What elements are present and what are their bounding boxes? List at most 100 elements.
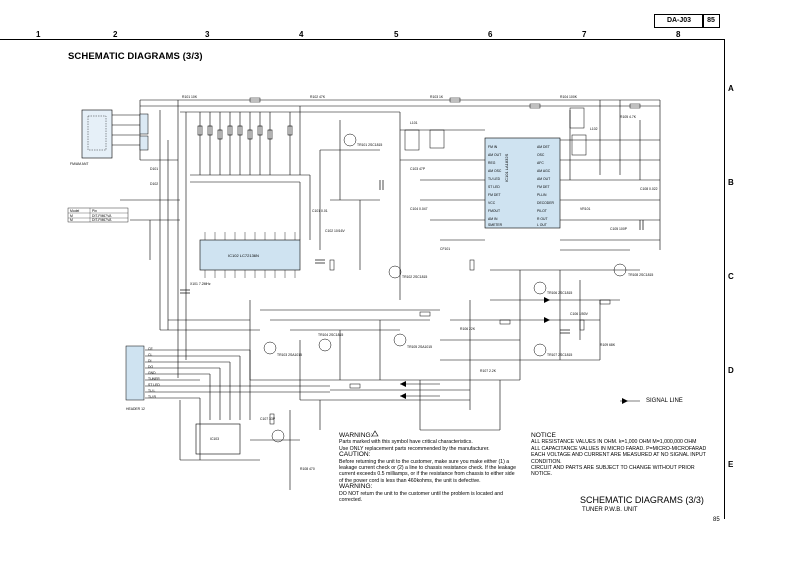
column-number: 8 (676, 30, 681, 39)
ic101-pin: FM IN (488, 145, 498, 149)
row-letter: C (728, 272, 734, 281)
column-number: 1 (36, 30, 41, 39)
row-letter: D (728, 366, 734, 375)
page-number-header: 85 (702, 14, 720, 28)
notice-block: NOTICE ALL RESISTANCE VALUES IN OHM. k=1… (531, 432, 719, 478)
part-label: C106 1/50V (570, 312, 589, 316)
warning-line: DO NOT return the unit to the customer u… (339, 490, 503, 497)
warning-heading: WARNING: (339, 432, 373, 439)
ic101-pin: PLLIN (537, 193, 547, 197)
column-number: 7 (582, 30, 587, 39)
connector-pin: TU R (148, 395, 156, 399)
ic103-label: IC103 (210, 437, 219, 441)
connector-pin: GND (148, 371, 156, 375)
part-label: C101 0.01 (312, 209, 328, 213)
bottom-subtitle: TUNER P.W.B. UNIT (582, 507, 638, 513)
antenna-label: FM/AM ANT (70, 162, 88, 166)
caution-line: Before returning the unit to the custome… (339, 458, 510, 465)
model-table-cell: Pin (92, 209, 97, 213)
part-label: C103 47P (410, 167, 426, 171)
connector-pin: CL (148, 353, 152, 357)
ic101-pin: AM DET (537, 145, 550, 149)
connector-pin: TUNER (148, 377, 160, 381)
antenna-connector: FM/AM ANT (70, 109, 113, 166)
notice-line: CONDITION. (531, 458, 562, 465)
warning-heading: WARNING: (339, 483, 373, 491)
ic101-pin: AM OUT (537, 177, 550, 181)
ic101-pin: FM DET (488, 193, 501, 197)
page-title: SCHEMATIC DIAGRAMS (3/3) (68, 51, 203, 62)
ic101-pin: FM DET (537, 185, 550, 189)
part-label: L102 (590, 127, 598, 131)
column-number: 4 (299, 30, 304, 39)
column-number: 2 (113, 30, 118, 39)
ic101-pin: PILOT (537, 209, 547, 213)
part-label: R104 100K (560, 95, 578, 99)
transistor-label: TR102 2SC1815 (402, 275, 427, 279)
ic101-pin: FMOUT (488, 209, 500, 213)
caution-line: of the power cord is less than 460kohms,… (339, 477, 481, 484)
model-label: DA-J03 (654, 14, 704, 28)
transistor-label: TR107 2SC1815 (547, 353, 572, 357)
part-label: R106 22K (460, 327, 476, 331)
ic101-pin: ST LED (488, 185, 500, 189)
part-label: C102 10/16V (325, 229, 346, 233)
part-label: R105 4.7K (620, 115, 637, 119)
caution-line: leakage current check or (2) a line to c… (339, 465, 517, 472)
part-label: L101 (410, 121, 418, 125)
bottom-title: SCHEMATIC DIAGRAMS (3/3) (580, 495, 704, 505)
ic101-label: IC101 LA1832S (504, 153, 509, 182)
notice-heading: NOTICE (531, 432, 556, 439)
header-connector: CE CL DI DO GND TUNER ST LED TU L TU R H… (125, 345, 160, 411)
column-number: 5 (394, 30, 399, 39)
transistor-label: TR103 2SA1015 (277, 353, 302, 357)
notice-line: EACH VOLTAGE AND CURRENT ARE MEASURED AT… (531, 452, 706, 459)
ic101-pin: R OUT (537, 217, 548, 221)
model-table-cell: M (70, 214, 73, 218)
page-number-footer: 85 (713, 517, 720, 523)
transistor-label: TR105 2SA1015 (407, 345, 432, 349)
warning-line: Parts marked with this symbol have criti… (339, 439, 473, 446)
part-label: R109 68K (600, 343, 616, 347)
ic101-pin: TU LED (488, 177, 501, 181)
ic101-pin: AM OUT (488, 153, 501, 157)
ic101-pin: AM OSC (488, 169, 502, 173)
row-letter: B (728, 178, 734, 187)
transistor-symbols (263, 133, 627, 443)
ic101-pin: VCC (488, 201, 496, 205)
notice-line: CIRCUIT AND PARTS ARE SUBJECT TO CHANGE … (531, 465, 695, 472)
part-label: R107 2.2K (480, 369, 497, 373)
top-ruler (0, 39, 724, 40)
caution-heading: CAUTION: (339, 451, 371, 459)
part-label: D102 (150, 182, 158, 186)
model-table-cell: DIT-FM67VA (92, 214, 112, 218)
connector-pin: CE (148, 347, 153, 351)
connector-pin: ST LED (148, 383, 160, 387)
transistor-label: TR106 2SC1815 (547, 291, 572, 295)
part-label: X101 7.2MHz (190, 282, 211, 286)
transistor-label: TR104 2SC1815 (318, 333, 343, 337)
part-label: C104 0.047 (410, 207, 428, 211)
notice-line: ALL RESISTANCE VALUES IN OHM. k=1,000 OH… (531, 439, 697, 446)
column-number: 3 (205, 30, 210, 39)
ic101-pin: SMETER (488, 223, 503, 227)
part-label: VR101 (580, 207, 590, 211)
part-label: R101 10K (182, 95, 198, 99)
ic101-pin: AM IN (488, 217, 498, 221)
connector-pin: DO (148, 365, 153, 369)
warning-block: WARNING: Parts marked with this symbol h… (339, 432, 529, 503)
part-label: R102 47K (310, 95, 326, 99)
part-label: C108 0.022 (640, 187, 658, 191)
signal-line-legend: SIGNAL LINE (646, 398, 683, 404)
ic101-pin: AM AGC (537, 169, 551, 173)
model-table: Model Pin M DIT-FM67VA M DIT-FM67VA (67, 207, 129, 223)
ic102-label: IC102 LC72136N (228, 253, 259, 258)
warning-line: Use ONLY replacement parts recommended b… (339, 445, 490, 452)
ic101-pin: REG (488, 161, 496, 165)
connector-pin: TU L (148, 389, 155, 393)
ic102-chip: IC102 LC72136N (199, 232, 301, 278)
connector-pin: DI (148, 359, 151, 363)
ic101-pin: DECODER (537, 201, 555, 205)
caution-line: current exceeds 0.5 milliamps, or if the… (339, 471, 515, 478)
